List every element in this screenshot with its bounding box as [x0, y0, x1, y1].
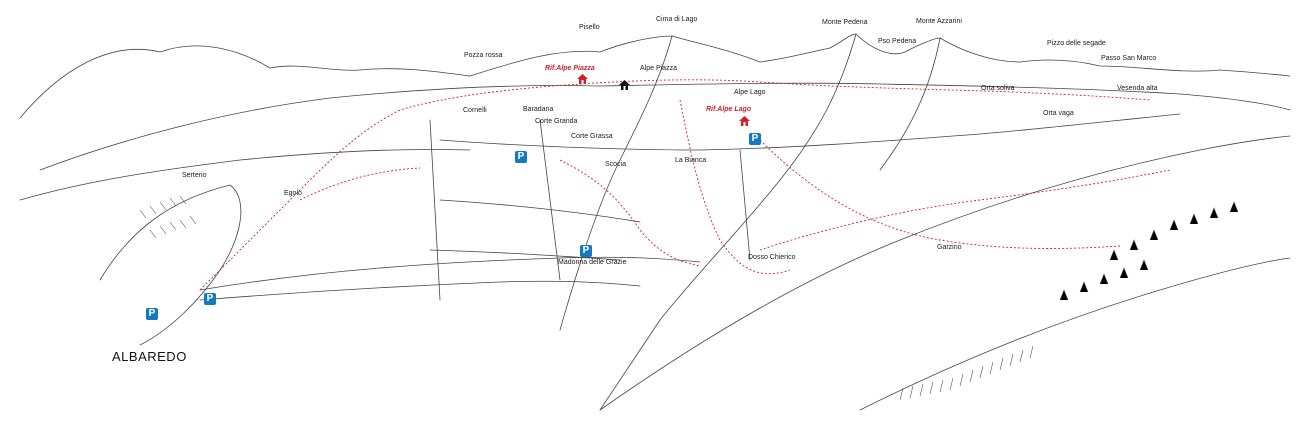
corte-granda-label: Corte Granda	[535, 118, 578, 125]
vesenda-alta-label: Vesenda alta	[1117, 85, 1158, 92]
ridge-spur-a	[559, 35, 673, 331]
parking-icon: P	[580, 245, 592, 257]
house-icon-alpe-piazza	[619, 80, 630, 90]
foreground-ridge	[599, 135, 1291, 411]
hut-icon-alpe-piazza	[577, 74, 588, 84]
cornelli-label: Cornelli	[463, 107, 487, 114]
valley-slope-left	[19, 149, 471, 201]
la-bianca-label: La Bianca	[675, 157, 707, 164]
madonna-delle-grazie-label: Madonna delle Grazie	[558, 259, 627, 266]
peak-monte-pedena-label: Monte Pedena	[822, 19, 868, 26]
scocia-label: Scocia	[605, 161, 627, 168]
lower-slope	[199, 256, 701, 291]
pizzo-delle-segade-label: Pizzo delle segade	[1047, 40, 1106, 47]
trail-3	[679, 99, 791, 275]
trail-7	[299, 167, 421, 201]
main-ridge	[469, 33, 1291, 77]
gully-2	[539, 119, 561, 281]
peak-monte-azzarini-label: Monte Azzarini	[916, 18, 962, 25]
rif-alpe-lago-label: Rif.Alpe Lago	[706, 106, 752, 113]
town-albaredo-label: ALBAREDO	[112, 349, 187, 364]
serterio-label: Serterio	[182, 172, 207, 179]
forest-hatching	[139, 195, 1239, 401]
ridge-spur-b	[599, 33, 857, 411]
pozza-rossa-label: Pozza rossa	[464, 52, 503, 59]
road-2	[429, 249, 621, 261]
peak-pisello-label: Pisello	[579, 24, 600, 31]
orta-soliva-label: Orta soliva	[981, 85, 1015, 92]
orta-vaga-label: Orta vaga	[1043, 110, 1074, 117]
gully-1	[429, 119, 441, 301]
rif-alpe-piazza-label: Rif.Alpe Piazza	[545, 65, 595, 72]
foreground-slope	[859, 257, 1291, 411]
mountain-ridgelines	[19, 33, 1291, 411]
egolo-label: Egolo	[284, 190, 302, 197]
pso-pedena-label: Pso Pedena	[878, 38, 917, 45]
alpe-piazza-label: Alpe Piazza	[640, 65, 677, 72]
valley-line-1	[439, 113, 1181, 151]
trail-6	[559, 159, 701, 267]
alpe-lago-label: Alpe Lago	[734, 89, 766, 96]
far-ridge-left	[19, 45, 471, 119]
ridge-spur-c	[879, 37, 941, 171]
trail-5	[759, 169, 1171, 251]
hut-icon-alpe-lago	[739, 116, 750, 126]
dosso-chierico-label: Dosso Chierico	[748, 254, 796, 261]
left-village-outline	[99, 184, 242, 346]
road-3	[199, 280, 641, 301]
gully-3	[739, 149, 751, 261]
trail-4	[759, 139, 1121, 249]
parking-icon: P	[515, 151, 527, 163]
passo-san-marco-label: Passo San Marco	[1101, 55, 1157, 62]
corte-grassa-label: Corte Grassa	[571, 133, 613, 140]
trail-2	[579, 79, 1151, 101]
garzino-label: Garzino	[937, 244, 962, 251]
parking-icon: P	[749, 133, 761, 145]
baradana-label: Baradana	[523, 106, 554, 113]
peak-cima-di-lago-label: Cima di Lago	[656, 16, 698, 23]
parking-icon: P	[204, 293, 216, 305]
road-1	[439, 199, 641, 223]
mid-ridge	[39, 82, 1291, 171]
parking-icon: P	[146, 308, 158, 320]
hiking-trails	[199, 79, 1171, 291]
